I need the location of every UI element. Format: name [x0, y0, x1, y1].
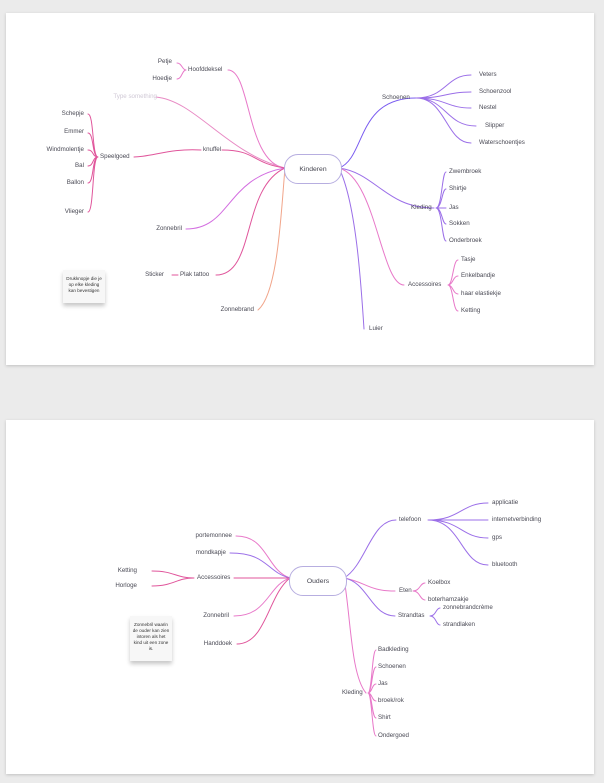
mindmap-node[interactable]: Slipper — [485, 122, 505, 129]
mindmap-node[interactable]: Sokken — [449, 220, 470, 227]
mindmap-node[interactable]: Kleding — [342, 689, 363, 696]
mindmap-node[interactable]: telefoon — [399, 516, 422, 523]
mindmap-node[interactable]: Petje — [157, 58, 172, 65]
mindmap-node[interactable]: Schoenzool — [479, 88, 512, 95]
mindmap-node[interactable]: bluetooth — [492, 561, 518, 568]
mindmap-node[interactable]: Schepje — [61, 110, 84, 117]
mindmap-node[interactable]: Sticker — [145, 271, 164, 278]
mindmap-node-placeholder[interactable]: Type something — [113, 93, 157, 100]
mindmap-board-kinderen: Kinderen Petje Hoedje Hoofddeksel Type s… — [6, 13, 594, 365]
central-topic-ouders[interactable]: Ouders — [289, 566, 347, 596]
mindmap-node[interactable]: Enkelbandje — [461, 272, 496, 279]
mindmap-node[interactable]: Jas — [378, 680, 388, 687]
mindmap-node[interactable]: Onderbroek — [449, 237, 482, 244]
central-topic-kinderen[interactable]: Kinderen — [284, 154, 342, 184]
mindmap-node[interactable]: Waterschoentjes — [479, 139, 525, 146]
mindmap-node[interactable]: Tasje — [461, 256, 476, 263]
mindmap-node[interactable]: Ondergoed — [378, 732, 409, 739]
mindmap-node[interactable]: Hoedje — [152, 75, 172, 82]
mindmap-node[interactable]: Zwembroek — [449, 168, 482, 175]
mindmap-node[interactable]: Zonnebril — [156, 225, 182, 232]
mindmap-node[interactable]: Kleding — [411, 204, 432, 211]
mindmap-node[interactable]: Ketting — [461, 307, 481, 314]
mindmap-node[interactable]: Veters — [479, 71, 497, 78]
mindmap-node[interactable]: Speelgoed — [100, 153, 130, 160]
mindmap-node[interactable]: Koelbox — [428, 579, 451, 586]
mindmap-node[interactable]: mondkapje — [195, 549, 226, 556]
mindmap-node[interactable]: Accessoires — [408, 281, 442, 288]
mindmap-node[interactable]: Schoenen — [378, 663, 406, 670]
mindmap-node[interactable]: boterhamzakje — [428, 596, 469, 603]
mindmap-node[interactable]: Eten — [399, 587, 412, 594]
mindmap-node[interactable]: portemonnee — [195, 532, 232, 539]
mindmap-node[interactable]: Handdoek — [203, 640, 232, 647]
mindmap-node[interactable]: Schoenen — [382, 94, 410, 101]
mindmap-node[interactable]: Luier — [369, 325, 383, 332]
mindmap-node[interactable]: strandlaken — [443, 621, 475, 628]
mindmap-node[interactable]: Windmolentje — [46, 146, 85, 153]
connector-lines — [151, 502, 489, 737]
connector-lines — [87, 62, 477, 330]
mindmap-node[interactable]: Ketting — [117, 567, 137, 574]
mindmap-node[interactable]: haar elastiekje — [461, 290, 501, 297]
mindmap-node[interactable]: Zonnebrand — [220, 306, 254, 313]
mindmap-node[interactable]: Accessoires — [197, 574, 231, 581]
sticky-note[interactable]: Drukknopje die je op elke kleding kan be… — [63, 270, 105, 303]
mindmap-node[interactable]: Hoofddeksel — [188, 66, 223, 73]
mindmap-node[interactable]: Shirt — [378, 714, 391, 721]
mindmap-node[interactable]: Emmer — [64, 128, 84, 135]
mindmap-node[interactable]: Ballon — [66, 179, 84, 186]
mindmap-node[interactable]: Horloge — [115, 582, 137, 589]
mindmap-node[interactable]: gps — [492, 534, 502, 541]
sticky-note[interactable]: Zonnebril waarin de ouder kan zien intor… — [130, 616, 172, 661]
mindmap-board-ouders: Ouders portemonnee mondkapje Accessoires… — [6, 420, 594, 774]
mindmap-node[interactable]: zonnebrandcrème — [443, 604, 493, 611]
mindmap-node[interactable]: Nestel — [479, 104, 497, 111]
mindmap-node[interactable]: Shirtje — [449, 185, 467, 192]
mindmap-node[interactable]: Bal — [75, 162, 84, 169]
mindmap-node[interactable]: Strandtas — [398, 612, 425, 619]
mindmap-node[interactable]: knuffel — [203, 146, 222, 153]
mindmap-node[interactable]: Badkleding — [378, 646, 409, 653]
mindmap-node[interactable]: Vlieger — [64, 208, 84, 215]
mindmap-node[interactable]: broek/rok — [378, 697, 404, 704]
mindmap-node[interactable]: internetverbinding — [492, 516, 542, 523]
mindmap-node[interactable]: Zonnebril — [203, 612, 229, 619]
mindmap-node[interactable]: Jas — [449, 204, 459, 211]
mindmap-node[interactable]: applicatie — [492, 499, 519, 506]
mindmap-node[interactable]: Plak tattoo — [180, 271, 210, 278]
